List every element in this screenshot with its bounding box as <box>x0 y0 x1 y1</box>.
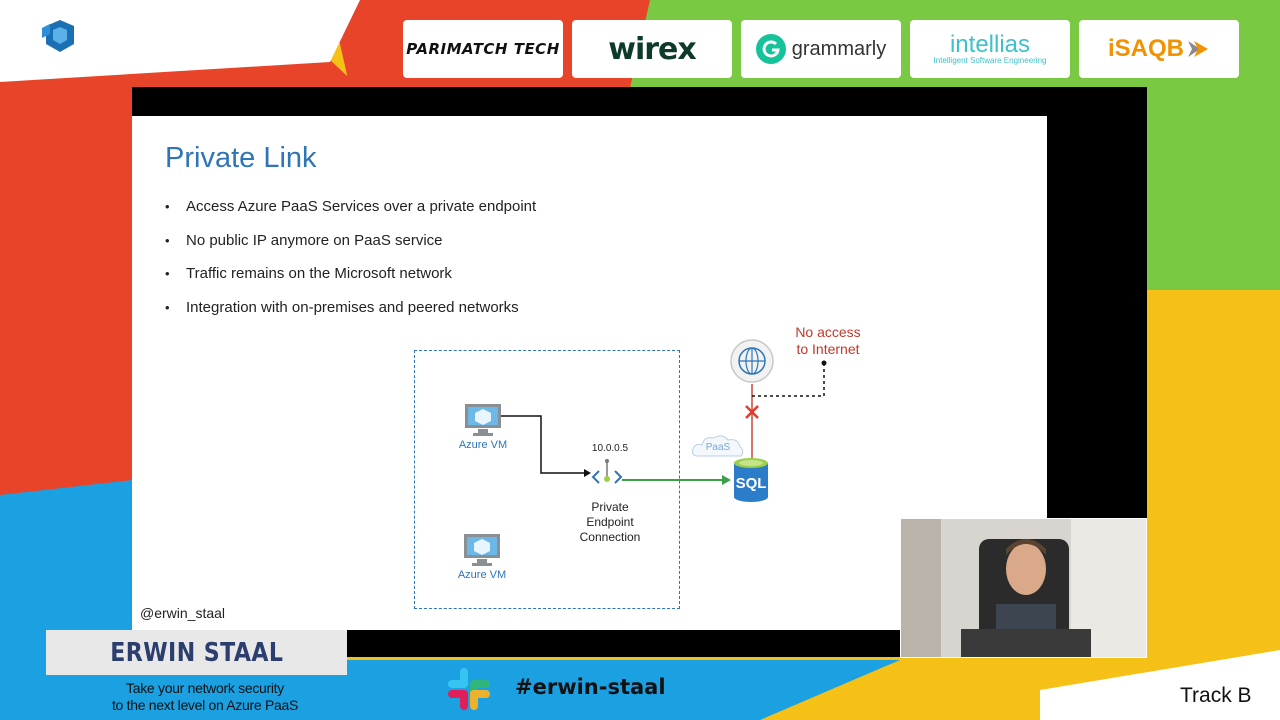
vm2-label: Azure VM <box>457 569 507 581</box>
talk-title: Take your network security to the next l… <box>111 680 299 713</box>
azure-vm-icon <box>465 404 501 436</box>
msstage-logo-icon <box>42 20 74 52</box>
sponsor-intellias: intellias Intelligent Software Engineeri… <box>910 20 1070 78</box>
bullet-item: •No public IP anymore on PaaS service <box>165 231 443 249</box>
speaker-name: ERWIN STAAL <box>109 637 284 668</box>
sponsor-wirex-name: wirex <box>608 31 696 67</box>
isaqb-arrow-icon <box>1188 41 1208 57</box>
grammarly-icon <box>755 34 786 64</box>
sponsor-wirex: wirex <box>572 20 732 78</box>
slide-title: Private Link <box>165 142 317 174</box>
vm1-label: Azure VM <box>458 439 508 451</box>
slide-twitter-handle: @erwin_staal <box>140 605 226 621</box>
sponsor-intellias-name: intellias <box>949 30 1031 58</box>
private-endpoint-icon <box>591 459 623 484</box>
slide-bullet-list: •Access Azure PaaS Services over a priva… <box>165 198 536 332</box>
paas-label: PaaS <box>705 442 731 453</box>
sponsor-parimatch: PARIMATCH TECH <box>403 20 563 78</box>
sql-database-icon <box>734 458 768 502</box>
endpoint-ip-label: 10.0.0.5 <box>591 443 629 454</box>
globe-internet-icon <box>730 339 774 383</box>
sponsor-grammarly-name: grammarly <box>791 37 887 60</box>
logo-text: MSSTAGE <box>88 18 254 54</box>
msstage-logo: MSSTAGE <box>40 18 253 54</box>
sponsor-isaqb: iSAQB <box>1079 20 1239 78</box>
paas-cloud-icon <box>692 435 744 457</box>
presentation-slide <box>132 116 1047 630</box>
bullet-item: •Access Azure PaaS Services over a priva… <box>165 198 537 215</box>
bullet-item: •Integration with on-premises and peered… <box>165 298 519 316</box>
sponsor-isaqb-name: iSAQB <box>1107 35 1184 62</box>
slack-hashtag: #erwin-staal <box>515 675 666 699</box>
speaker-video-feed <box>901 519 1146 657</box>
sponsor-intellias-tagline: Intelligent Software Engineering <box>933 55 1047 65</box>
sponsor-grammarly: grammarly <box>741 20 901 78</box>
endpoint-label: Private Endpoint Connection <box>579 500 641 544</box>
speaker-webcam <box>900 518 1147 658</box>
bullet-item: •Traffic remains on the Microsoft networ… <box>165 265 452 282</box>
track-label: Track B <box>1180 684 1252 707</box>
sql-label: SQL <box>735 475 767 492</box>
speaker-name-box: ERWIN STAAL <box>46 630 347 675</box>
azure-vm-icon <box>464 534 500 566</box>
blocked-x-icon <box>745 405 759 419</box>
no-access-label: No access to Internet <box>795 324 861 357</box>
sponsor-parimatch-name: PARIMATCH TECH <box>406 40 560 58</box>
slack-icon <box>448 668 490 710</box>
